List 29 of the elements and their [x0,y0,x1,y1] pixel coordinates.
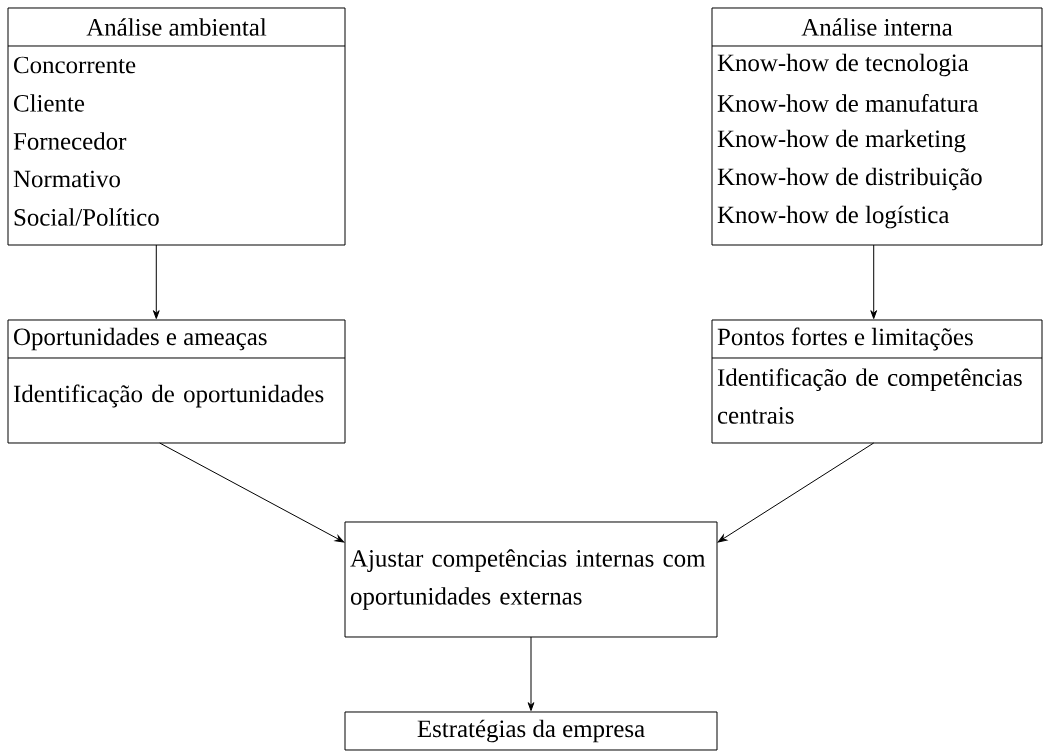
box-heading: Análise interna [801,18,953,36]
process-box [344,521,718,638]
box-heading: Análise ambiental [86,18,267,36]
list-item: Know-how de logística [717,205,950,229]
list-item: Fornecedor [13,132,127,150]
list-item: Know-how de manufatura [717,94,979,112]
box-text: Ajustar competências internas com oportunidades externas [350,549,706,610]
process-box [7,319,346,444]
box-text: Identificação de competências centrais [717,368,1022,424]
list-item: Social/Político [14,208,159,226]
arrow [717,442,875,543]
list-item: Cliente [14,94,85,112]
box-text: Identificação de oportunidades [13,384,324,408]
box-heading: Pontos fortes e limitações [717,327,973,351]
process-box [7,7,346,246]
process-box [711,7,1043,246]
list-item: Know-how de distribuição [717,167,982,191]
list-item: Normativo [13,170,120,188]
arrow [152,244,160,320]
list-item: Know-how de marketing [717,129,966,153]
arrow [870,244,878,320]
box-text: Estratégias da empresa [417,719,645,743]
process-box [711,319,1043,444]
list-item: Know-how de tecnologia [717,53,969,77]
process-box [344,711,718,751]
arrow [159,442,345,543]
list-item: Concorrente [14,56,136,74]
box-heading: Oportunidades e ameaças [14,327,267,351]
arrow [527,636,535,712]
